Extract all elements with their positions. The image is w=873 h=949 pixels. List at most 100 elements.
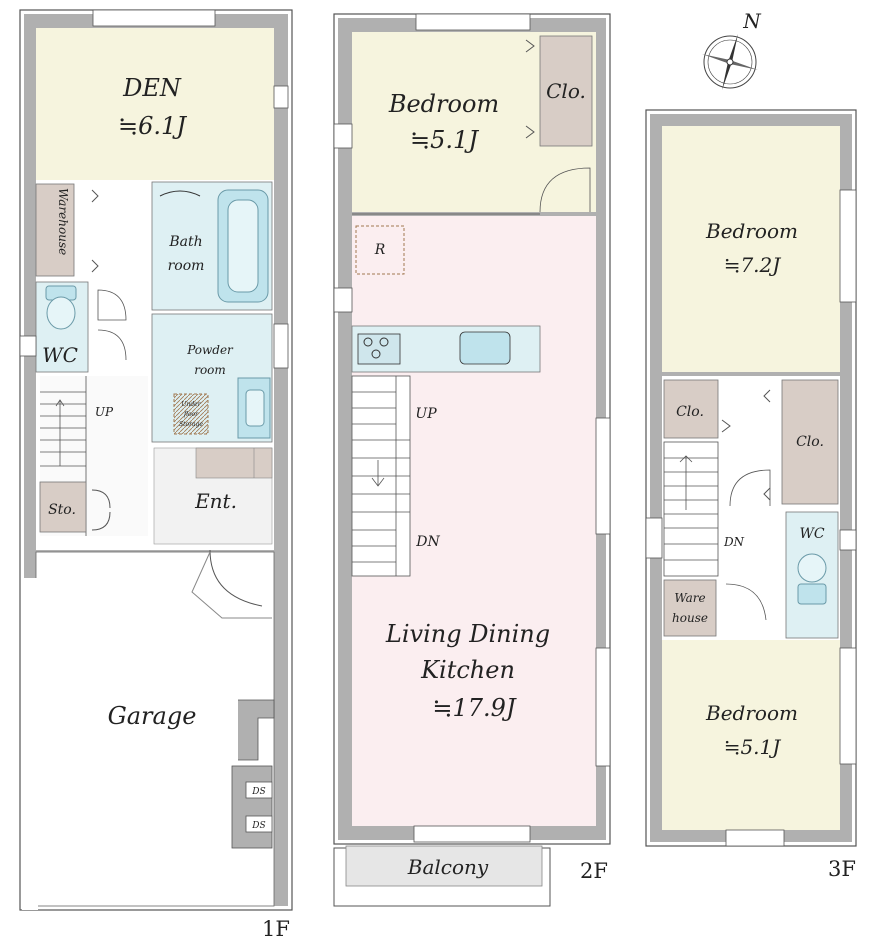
bedroom-3f-a-label: Bedroom [705, 219, 798, 243]
shoe-cabinet [195, 447, 273, 479]
closet-3f-b-label: Clo. [796, 434, 824, 450]
warehouse-3f-label-2: house [672, 611, 708, 625]
1f-top-window [92, 9, 216, 27]
bedroom-2f-window [333, 123, 353, 149]
ldk-label-1: Living Dining [385, 620, 550, 648]
underfloor-label-2: floor [183, 411, 199, 418]
1f-up-label: UP [95, 405, 114, 419]
2f-stair-treads [352, 376, 410, 576]
den-size: ≒6.1J [118, 112, 187, 140]
burner-icon-2 [379, 337, 389, 347]
compass-icon [702, 34, 758, 90]
den-room [36, 28, 274, 180]
toilet-3f-icon [797, 553, 827, 583]
garage-opening [22, 578, 38, 910]
bedroom-3f-a [662, 126, 840, 372]
underfloor-label-3: Storage [179, 421, 203, 428]
bedroom-2f-size: ≒5.1J [410, 126, 479, 154]
bedroom-3f-a-window [839, 189, 857, 303]
warehouse-1f [35, 183, 75, 277]
powder-window [273, 323, 289, 369]
2f-top-window [415, 13, 531, 31]
ds-cell-1 [245, 781, 273, 799]
bath-label-2: room [168, 258, 205, 274]
balcony-window [413, 825, 531, 843]
closet-3f-a [663, 379, 719, 439]
closet-2f-label: Clo. [546, 79, 586, 103]
powder-label-2: room [194, 363, 226, 377]
balcony [345, 845, 543, 887]
garage-label: Garage [108, 702, 197, 730]
fridge-label: R [374, 242, 386, 258]
porch-outline [191, 551, 272, 619]
closet-2f-doors [525, 39, 535, 139]
wc-door [97, 289, 127, 321]
entrance-label: Ent. [194, 489, 237, 513]
wc-3f-window [839, 529, 857, 551]
washbasin-bowl-icon [245, 389, 265, 427]
storage-1f [39, 481, 87, 533]
ldk-size: ≒17.9J [432, 694, 517, 722]
stove-icon [357, 333, 401, 365]
2f-up-label: UP [415, 406, 437, 422]
3f-dn-label: DN [723, 535, 745, 549]
wc-3f [785, 511, 839, 639]
ldk-window-1 [595, 417, 611, 535]
washbasin-icon [237, 377, 271, 439]
kitchen-window [333, 287, 353, 313]
floor-2f-label: 2F [580, 859, 608, 883]
wc-window [19, 335, 37, 357]
closet-3f-a-label: Clo. [676, 404, 704, 420]
underfloor-storage [173, 393, 209, 435]
den-label: DEN [122, 74, 182, 102]
ds-cell-2 [245, 815, 273, 833]
entrance-door [209, 549, 263, 607]
bedroom-3f-b-bottom-window [725, 829, 785, 847]
3f-staircase [663, 441, 719, 577]
burner-icon-1 [363, 337, 373, 347]
sink-icon [459, 331, 511, 365]
3f-hall-door [729, 469, 771, 507]
fridge-space [355, 225, 405, 275]
burner-icon-3 [371, 349, 381, 359]
bedroom-3f-a-size: ≒7.2J [724, 253, 782, 277]
floor-3f-label: 3F [828, 857, 856, 881]
floor-1f-label: 1F [262, 917, 290, 941]
bath-label-1: Bath [168, 234, 202, 250]
compass-north-label: N [742, 9, 762, 33]
bedroom-2f-door [539, 167, 591, 213]
ds-box [231, 765, 273, 849]
bedroom-3f-b [662, 640, 840, 830]
storage-doors [91, 489, 111, 531]
ds-label-2: DS [251, 821, 265, 831]
shower-icon [159, 190, 201, 197]
ldk-window-2 [595, 647, 611, 767]
balcony-label: Balcony [407, 855, 489, 879]
garage-column [238, 699, 275, 761]
3f-stair-treads [664, 455, 718, 561]
3f-stair-window [645, 517, 663, 559]
warehouse-3f-label-1: Ware [674, 591, 705, 605]
bedroom-3f-b-label: Bedroom [705, 701, 798, 725]
toilet-icon [46, 296, 76, 330]
bedroom-3f-b-size: ≒5.1J [724, 735, 782, 759]
closet-3f-b [781, 379, 839, 505]
3f-closet-doors [721, 389, 771, 501]
underfloor-label-1: Under [181, 401, 201, 408]
floor-2f [333, 13, 611, 907]
warehouse-doors [91, 189, 99, 273]
floor-1f [19, 9, 293, 911]
warehouse-3f-door [725, 583, 767, 621]
bedroom-2f-label: Bedroom [388, 90, 499, 118]
2f-dn-label: DN [415, 534, 440, 550]
powder-label-1: Powder [186, 343, 234, 357]
storage-1f-label: Sto. [48, 502, 76, 518]
bedroom-3f-b-window [839, 647, 857, 765]
wc-3f-tank-icon [797, 583, 827, 605]
wc-1f-label: WC [42, 343, 78, 367]
den-window [273, 85, 289, 109]
closet-2f [539, 35, 593, 147]
wc-3f-label: WC [799, 526, 824, 542]
ds-label-1: DS [251, 787, 265, 797]
ldk-label-2: Kitchen [420, 656, 515, 684]
